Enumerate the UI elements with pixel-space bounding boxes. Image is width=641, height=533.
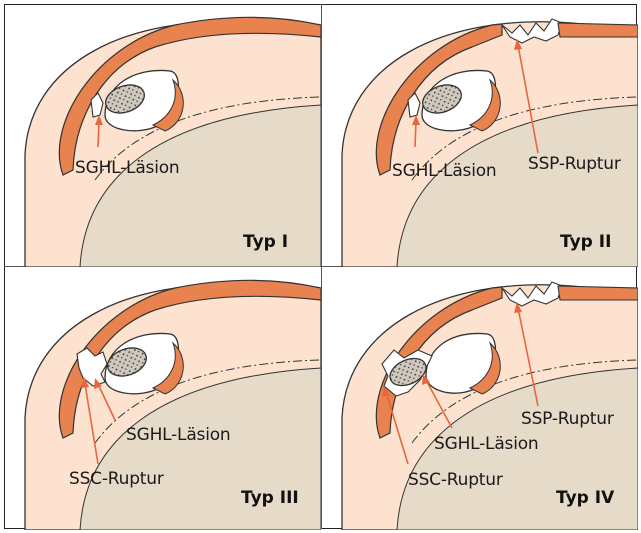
panel-typ-iv: SSP-Ruptur SGHL-Läsion SSC-Ruptur Typ IV [322, 268, 638, 530]
panel-typ-i: SGHL-Läsion Typ I [5, 5, 321, 267]
panel-typ-ii: SGHL-Läsion SSP-Ruptur Typ II [322, 5, 638, 267]
panel-typ-iii: SGHL-Läsion SSC-Ruptur Typ III [5, 268, 321, 530]
type-label: Typ I [243, 234, 288, 251]
ssp-rupture-label: SSP-Ruptur [521, 411, 614, 428]
type-label: Typ II [560, 234, 611, 251]
ssc-rupture-label: SSC-Ruptur [408, 472, 503, 489]
type-label: Typ III [241, 490, 299, 507]
shoulder-illustration [5, 5, 321, 267]
sghl-lesion-label: SGHL-Läsion [434, 436, 539, 453]
type-label: Typ IV [556, 490, 614, 507]
sghl-lesion-label: SGHL-Läsion [126, 427, 231, 444]
ssc-rupture-label: SSC-Ruptur [69, 471, 164, 488]
sghl-lesion-label: SGHL-Läsion [392, 163, 497, 180]
sghl-lesion-label: SGHL-Läsion [75, 160, 180, 177]
ssp-rupture-label: SSP-Ruptur [528, 156, 621, 173]
shoulder-illustration [322, 5, 638, 267]
